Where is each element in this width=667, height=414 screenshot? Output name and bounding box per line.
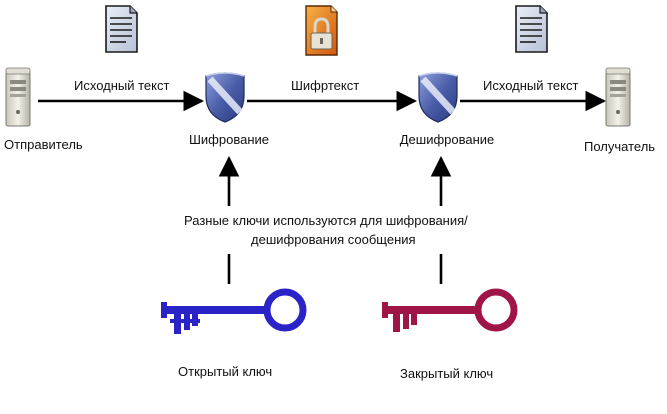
node-label-recipient: Получатель [584,139,656,154]
node-label-sender: Отправитель [4,137,83,152]
edge-label-ciphertext: Шифртекст [291,78,360,93]
sender-server-icon [5,67,31,127]
node-label-decryption: Дешифрование [399,132,495,147]
note-line-1: Разные ключи используются для шифрования… [184,213,468,228]
public-key-icon [161,288,307,334]
edge-label-plaintext-out: Исходный текст [483,78,579,93]
plaintext-output-document-icon [515,5,548,53]
locked-document-icon [305,5,338,56]
key-label-public: Открытый ключ [178,364,273,379]
node-label-encryption: Шифрование [189,132,269,147]
edge-label-plaintext-in: Исходный текст [74,78,170,93]
note-line-2: дешифрования сообщения [251,232,416,247]
plaintext-document-icon [105,5,138,53]
key-label-private: Закрытый ключ [400,366,494,381]
encryption-shield-icon [205,72,245,123]
recipient-server-icon [605,67,631,127]
decryption-shield-icon [418,72,458,123]
private-key-icon [382,288,518,332]
